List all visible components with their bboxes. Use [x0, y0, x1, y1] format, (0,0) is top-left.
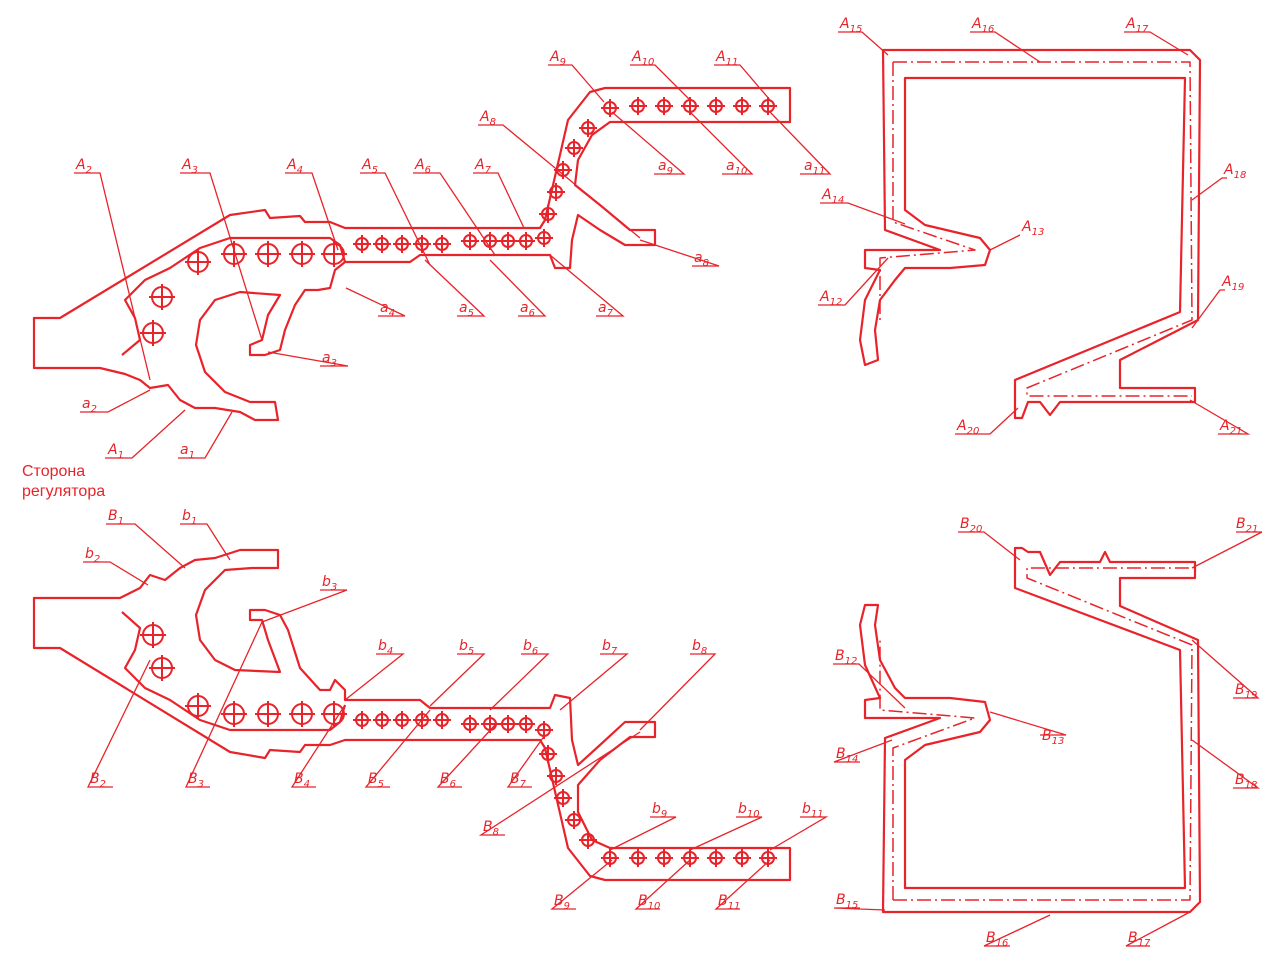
- label-a9: a9: [658, 158, 673, 177]
- label-b11: b11: [802, 801, 824, 820]
- label-b2: b2: [85, 546, 100, 565]
- label-A18: A18: [1223, 162, 1246, 181]
- profile-top-right: [858, 48, 1202, 420]
- label-b10: b10: [738, 801, 760, 820]
- label-B19: B19: [1235, 682, 1257, 701]
- label-A7: A7: [474, 157, 492, 176]
- label-a11: a11: [804, 158, 825, 177]
- label-b6: b6: [523, 638, 538, 657]
- label-b8: b8: [692, 638, 707, 657]
- label-a8: a8: [694, 250, 709, 269]
- label-A12: A12: [819, 289, 842, 308]
- label-A19: A19: [1221, 274, 1244, 293]
- label-B2: B2: [90, 771, 106, 790]
- label-B8: B8: [483, 819, 499, 838]
- label-group: A2 A3 A4 A5 A6 A7 A8 A9 A10 A11 A12 A13 …: [75, 16, 1258, 949]
- label-A1: A1: [107, 442, 124, 461]
- label-A14: A14: [821, 187, 844, 206]
- leader-lines: [74, 31, 1263, 947]
- label-B14: B14: [836, 746, 858, 765]
- label-B17: B17: [1128, 930, 1151, 949]
- label-A15: A15: [839, 16, 862, 35]
- label-A8: A8: [479, 109, 496, 128]
- label-B11: B11: [718, 893, 740, 912]
- label-B5: B5: [368, 771, 384, 790]
- label-B10: B10: [638, 893, 660, 912]
- label-A11: A11: [715, 49, 738, 68]
- label-B3: B3: [188, 771, 204, 790]
- label-B13: B13: [1042, 728, 1064, 747]
- label-A10: A10: [631, 49, 654, 68]
- label-b9: b9: [652, 801, 667, 820]
- label-a10: a10: [726, 158, 747, 177]
- label-a6: a6: [520, 300, 535, 319]
- label-A3: A3: [181, 157, 198, 176]
- label-b7: b7: [602, 638, 618, 657]
- label-b1: b1: [182, 508, 197, 527]
- label-A16: A16: [971, 16, 994, 35]
- profile-bottom-right: [858, 546, 1202, 914]
- label-a2: a2: [82, 396, 97, 415]
- label-A6: A6: [414, 157, 431, 176]
- label-A21: A21: [1219, 418, 1242, 437]
- label-A20: A20: [956, 418, 979, 437]
- label-B9: B9: [554, 893, 570, 912]
- label-a4: a4: [380, 300, 395, 319]
- profile-bottom-left: [32, 548, 792, 882]
- label-B4: B4: [294, 771, 310, 790]
- label-B1: B1: [108, 508, 124, 527]
- label-A17: A17: [1125, 16, 1149, 35]
- label-a5: a5: [459, 300, 474, 319]
- label-A5: A5: [361, 157, 378, 176]
- regulator-side-label: Сторона регулятора: [22, 462, 105, 502]
- label-B12: B12: [835, 648, 857, 667]
- label-A4: A4: [286, 157, 303, 176]
- label-A2: A2: [75, 157, 92, 176]
- label-B16: B16: [986, 930, 1008, 949]
- label-b5: b5: [459, 638, 474, 657]
- regulator-side-line1: Сторона: [22, 463, 86, 480]
- label-A13: A13: [1021, 219, 1044, 238]
- label-a7: a7: [598, 300, 614, 319]
- label-B21: B21: [1236, 516, 1258, 535]
- regulator-side-line2: регулятора: [22, 483, 106, 500]
- label-b3: b3: [322, 574, 337, 593]
- label-B20: B20: [960, 516, 982, 535]
- label-B6: B6: [440, 771, 456, 790]
- label-A9: A9: [549, 49, 566, 68]
- label-B15: B15: [836, 892, 858, 911]
- label-b4: b4: [378, 638, 393, 657]
- label-a1: a1: [180, 442, 195, 461]
- label-B18: B18: [1235, 772, 1257, 791]
- holes-bottom-left: [139, 621, 778, 868]
- label-a3: a3: [322, 350, 337, 369]
- label-B7: B7: [510, 771, 527, 790]
